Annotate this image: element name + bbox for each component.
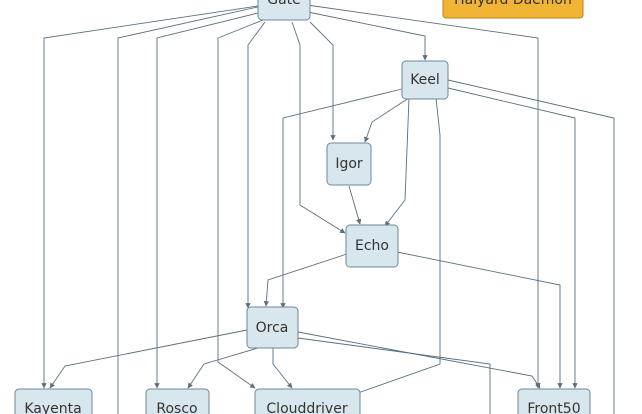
edge-orca-clouddriver xyxy=(272,348,293,389)
node-front50-label: Front50 xyxy=(527,401,580,414)
edge-gate-igor xyxy=(309,21,336,141)
node-clouddriver-label: Clouddriver xyxy=(266,401,347,414)
node-kayenta-label: Kayenta xyxy=(24,401,81,414)
node-igor[interactable]: Igor xyxy=(326,142,372,186)
edge-gate-keel xyxy=(297,9,428,61)
edge-keel-front50 xyxy=(447,87,578,389)
node-layer: Gate Halyard Daemon Keel Igor Echo Orca … xyxy=(14,0,591,414)
edge-keel-right xyxy=(447,79,615,414)
node-keel-label: Keel xyxy=(410,72,440,88)
edge-orca-front50 xyxy=(297,331,541,389)
edge-gate-down-left xyxy=(117,5,263,414)
edge-keel-clouddriver xyxy=(354,97,441,395)
edge-keel-igor xyxy=(364,95,413,143)
edge-orca-down-right xyxy=(297,337,491,414)
node-gate[interactable]: Gate xyxy=(257,0,311,21)
edge-orca-rosco xyxy=(187,347,259,389)
edge-igor-echo xyxy=(348,185,362,225)
node-echo-label: Echo xyxy=(355,238,389,254)
node-echo[interactable]: Echo xyxy=(345,224,399,268)
edge-gate-clouddriver xyxy=(217,17,269,389)
node-halyard-daemon[interactable]: Halyard Daemon xyxy=(442,0,584,19)
edge-gate-echo xyxy=(291,21,346,234)
edge-gate-kayenta xyxy=(41,5,259,389)
node-igor-label: Igor xyxy=(335,156,363,172)
edge-orca-kayenta xyxy=(49,329,248,389)
node-front50[interactable]: Front50 xyxy=(517,388,591,414)
node-rosco[interactable]: Rosco xyxy=(145,388,210,414)
edge-keel-echo xyxy=(384,97,410,227)
edge-gate-front50 xyxy=(299,3,541,389)
node-keel[interactable]: Keel xyxy=(401,60,449,100)
edge-keel-orca xyxy=(280,88,403,309)
node-kayenta[interactable]: Kayenta xyxy=(14,388,93,414)
node-gate-label: Gate xyxy=(267,0,301,8)
node-halyard-label: Halyard Daemon xyxy=(454,0,572,8)
edge-gate-orca xyxy=(245,21,266,309)
node-rosco-label: Rosco xyxy=(156,401,197,414)
edge-echo-orca xyxy=(263,253,348,307)
edge-gate-rosco xyxy=(154,11,263,389)
node-orca[interactable]: Orca xyxy=(246,306,299,349)
node-orca-label: Orca xyxy=(256,320,289,336)
node-clouddriver[interactable]: Clouddriver xyxy=(254,388,361,414)
edge-echo-front50 xyxy=(396,251,563,389)
edge-layer xyxy=(41,3,615,414)
